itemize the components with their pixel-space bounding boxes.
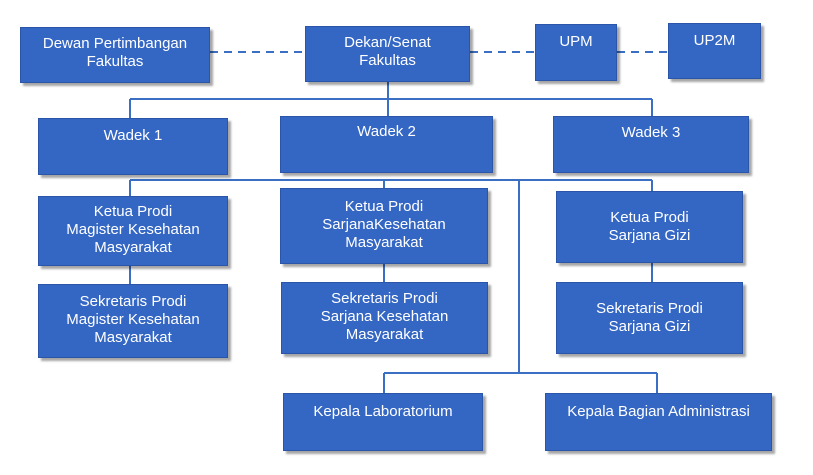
- upm-box: UPM: [535, 24, 617, 81]
- dewan-pertimbangan-box: Dewan Pertimbangan Fakultas: [20, 27, 210, 83]
- wadek-3-box: Wadek 3: [553, 116, 749, 173]
- kepala-bagian-administrasi-box: Kepala Bagian Administrasi: [545, 393, 772, 451]
- sekretaris-prodi-magister-kesmas-box: Sekretaris Prodi Magister Kesehatan Masy…: [38, 284, 228, 358]
- dekan-senat-box: Dekan/Senat Fakultas: [305, 26, 470, 82]
- up2m-box: UP2M: [668, 23, 761, 79]
- ketua-prodi-sarjana-gizi-box: Ketua Prodi Sarjana Gizi: [556, 191, 743, 263]
- ketua-prodi-sarjana-kesmas-box: Ketua Prodi SarjanaKesehatan Masyarakat: [280, 188, 488, 264]
- sekretaris-prodi-sarjana-kesmas-box: Sekretaris Prodi Sarjana Kesehatan Masya…: [281, 282, 488, 354]
- kepala-laboratorium-box: Kepala Laboratorium: [283, 393, 483, 451]
- ketua-prodi-magister-kesmas-box: Ketua Prodi Magister Kesehatan Masyaraka…: [38, 196, 228, 266]
- wadek-2-box: Wadek 2: [280, 116, 493, 173]
- wadek-1-box: Wadek 1: [38, 118, 228, 175]
- sekretaris-prodi-sarjana-gizi-box: Sekretaris Prodi Sarjana Gizi: [556, 282, 743, 354]
